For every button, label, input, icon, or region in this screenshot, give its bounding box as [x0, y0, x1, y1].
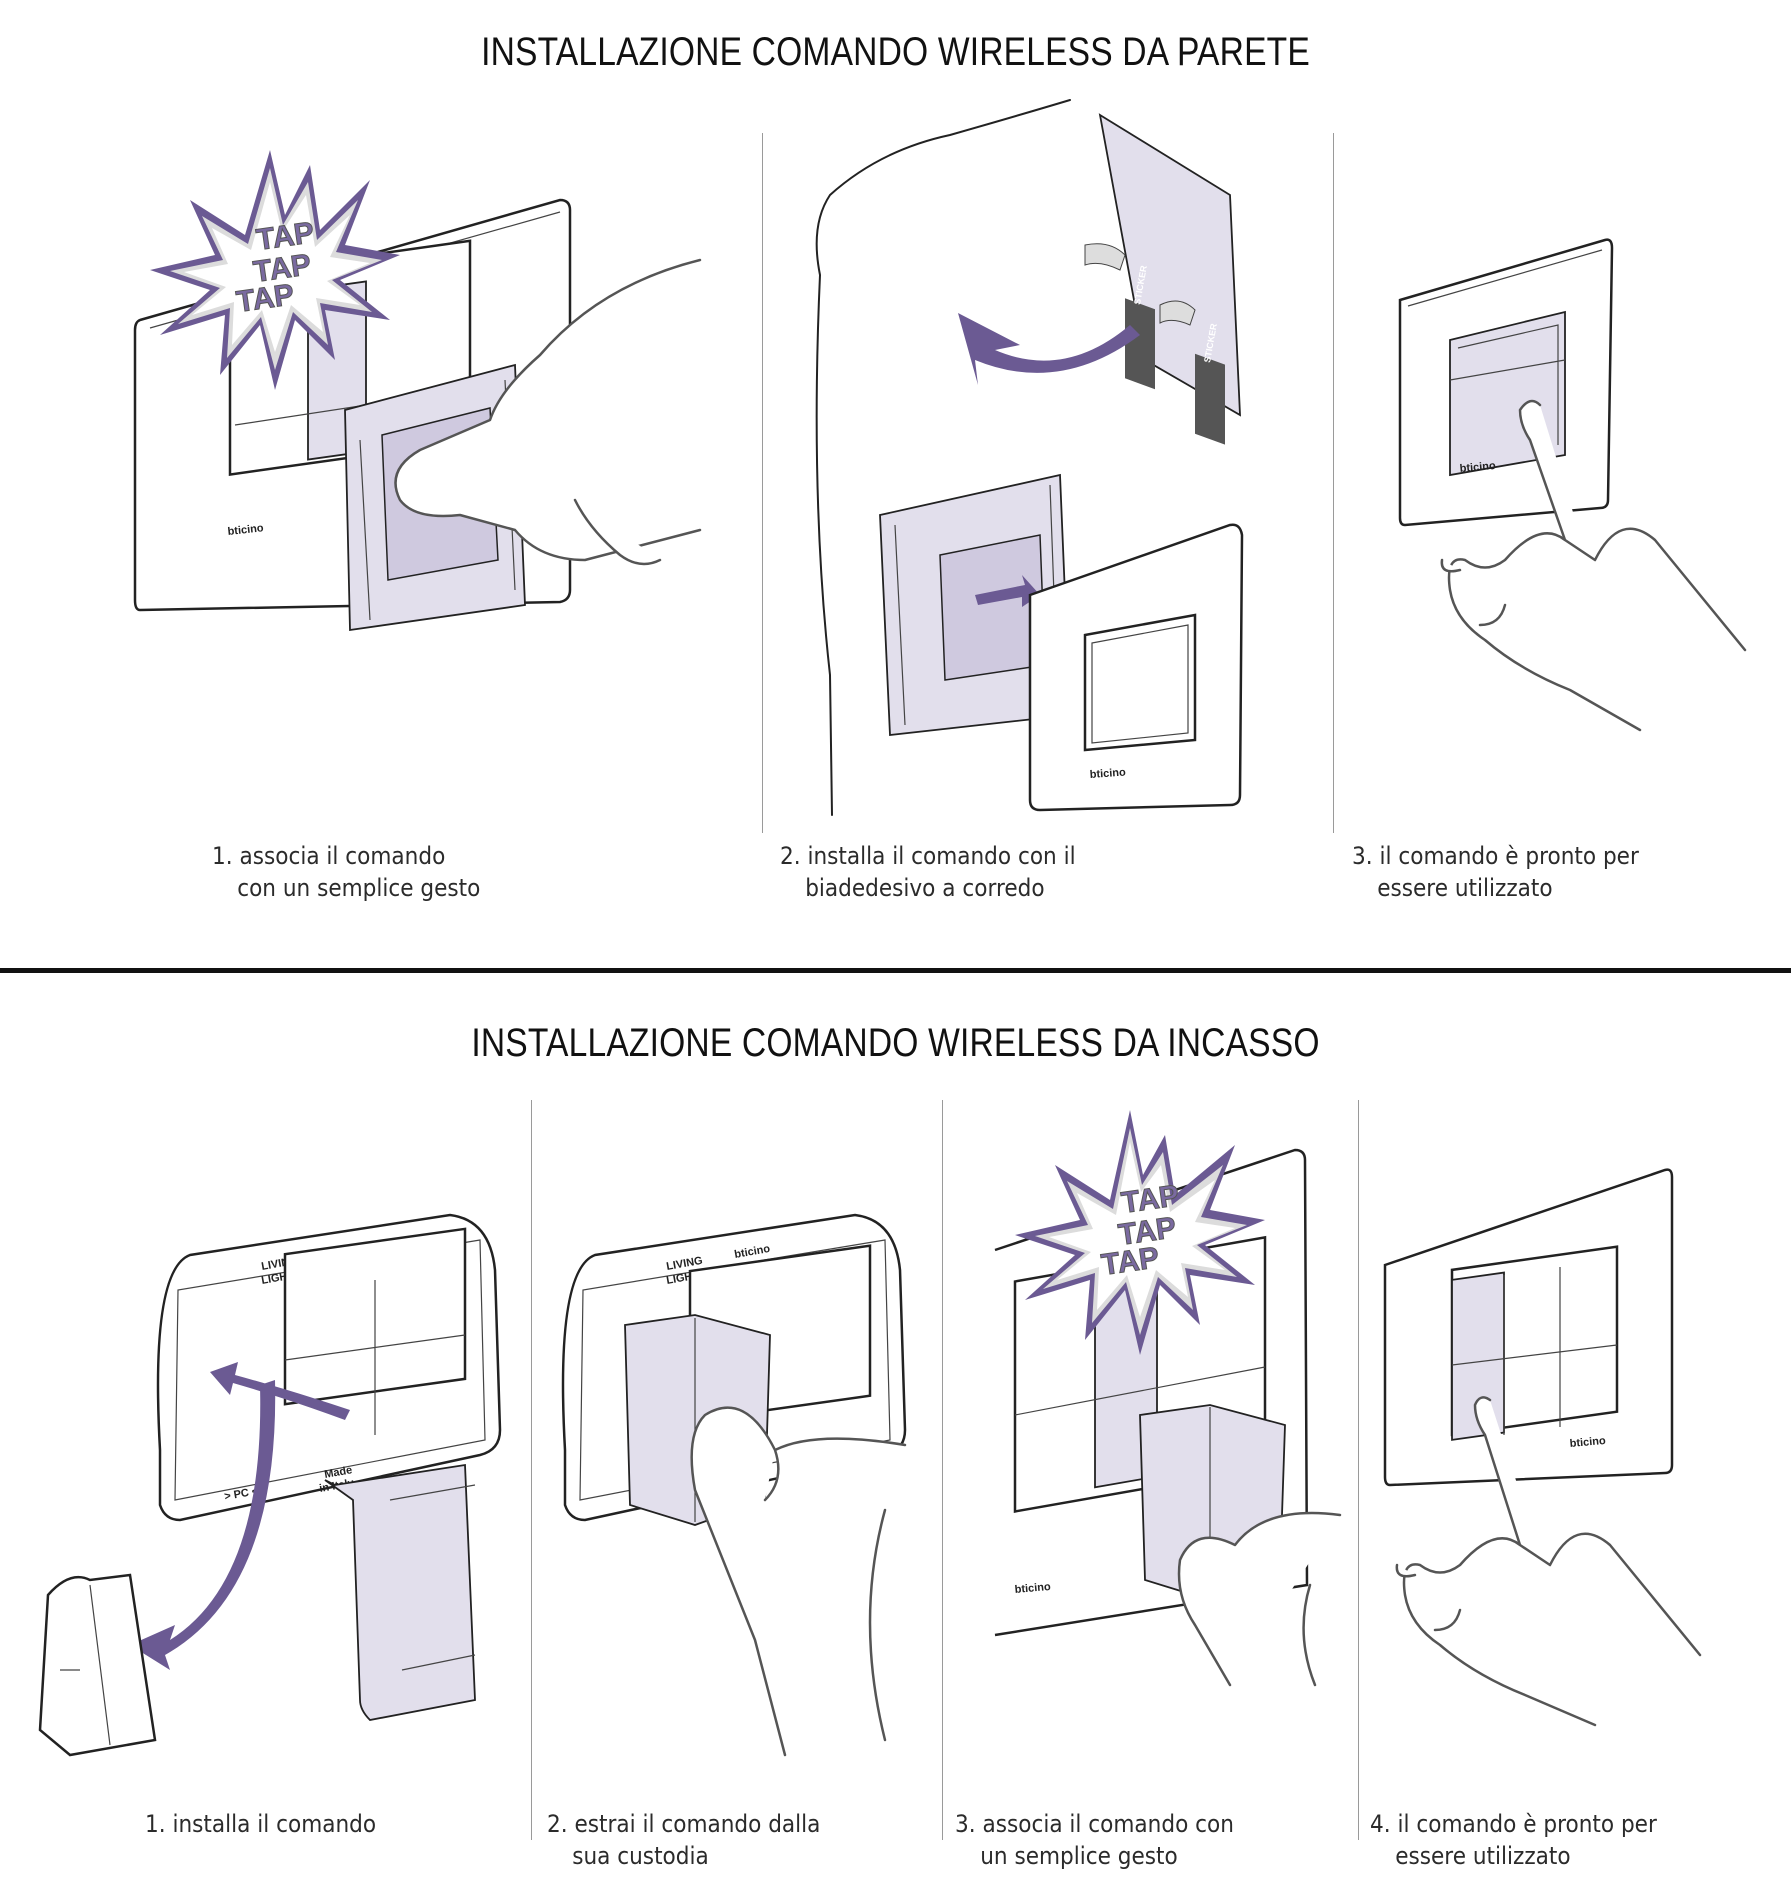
wall-edge: [815, 99, 1071, 816]
illustration-extract-module: bticino LIVING LIGHT > PC <: [561, 1213, 907, 1757]
svg-text:TAP: TAP: [254, 216, 316, 257]
hand-pointing-icon: [1402, 1396, 1702, 1727]
svg-text:TAP: TAP: [251, 248, 313, 289]
curved-arrow-icon: [958, 313, 1140, 385]
brand-logo: bticino: [227, 522, 264, 538]
section-title-wall: INSTALLAZIONE COMANDO WIRELESS DA PARETE: [481, 30, 1310, 74]
step-caption: 2. installa il comando con il biadedesiv…: [780, 842, 1076, 902]
column-divider: [762, 133, 763, 833]
step-caption: 2. estrai il comando dalla sua custodia: [547, 1810, 821, 1870]
section-title-flush: INSTALLAZIONE COMANDO WIRELESS DA INCASS…: [471, 1021, 1320, 1065]
svg-text:> PC <: > PC <: [223, 1485, 259, 1503]
step-caption: 3. associa il comando con un semplice ge…: [955, 1810, 1234, 1870]
hand-icon: [690, 1406, 907, 1757]
illustration-insert-module: bticino LIVING LIGHT > PC < Made in Ital…: [38, 1213, 502, 1757]
section-divider: [0, 968, 1791, 973]
column-divider: [1333, 133, 1334, 833]
brand-logo: bticino: [1459, 460, 1496, 475]
mounting-plate-back: STICKER STICKER: [1084, 113, 1241, 445]
illustration-finger-press-module: bticino: [1383, 1168, 1702, 1727]
column-divider: [1358, 1100, 1359, 1840]
brand-logo: bticino: [1089, 766, 1126, 781]
svg-text:TAP: TAP: [1099, 1241, 1161, 1282]
brand-logo: bticino: [1569, 1435, 1606, 1450]
wireless-module: [324, 1463, 476, 1721]
tap-burst-icon: TAP TAP TAP: [1015, 1110, 1265, 1355]
illustration-tap-pair-plate: bticino TAP TAP TAP: [133, 150, 702, 632]
illustration-tap-pair-module: bticino TAP TAP TAP: [994, 1110, 1342, 1687]
insert-arrow-icon: [975, 575, 1040, 607]
curved-arrow-icon: [130, 1380, 276, 1670]
hand-icon: [394, 258, 702, 562]
brand-logo: bticino: [1014, 1581, 1051, 1596]
tap-burst-icon: TAP TAP TAP: [150, 150, 400, 390]
removed-module: [38, 1573, 157, 1757]
illustration-adhesive-wall-mount: STICKER STICKER bticino: [815, 99, 1244, 816]
column-divider: [942, 1100, 943, 1840]
hand-pointing-icon: [1447, 399, 1747, 732]
step-caption: 1. installa il comando: [145, 1810, 377, 1838]
step-caption: 3. il comando è pronto per essere utiliz…: [1352, 842, 1639, 902]
svg-text:TAP: TAP: [234, 278, 296, 319]
insert-arrow-icon: [210, 1362, 350, 1420]
step-caption: 1. associa il comando con un semplice ge…: [212, 842, 481, 902]
column-divider: [531, 1100, 532, 1840]
illustration-finger-press-plate: bticino: [1398, 238, 1747, 732]
hand-icon: [1177, 1511, 1342, 1687]
step-caption: 4. il comando è pronto per essere utiliz…: [1370, 1810, 1657, 1870]
svg-text:Made: Made: [323, 1464, 353, 1481]
